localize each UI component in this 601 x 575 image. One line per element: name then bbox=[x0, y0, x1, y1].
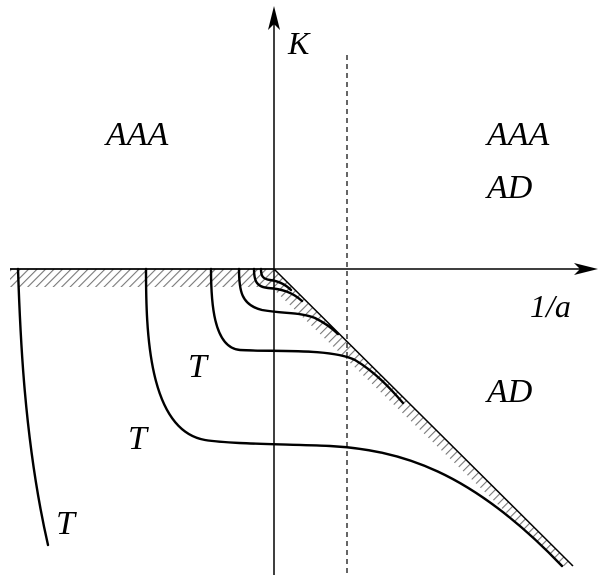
upper-boundary-hatch bbox=[10, 269, 274, 287]
region-label-upper-left: AAA bbox=[104, 116, 169, 153]
diagonal-boundary-line bbox=[273, 268, 574, 567]
vertical-axis-label: K bbox=[287, 25, 311, 61]
region-label-lower-right: AD bbox=[485, 373, 533, 410]
curve-label: T bbox=[128, 420, 149, 457]
transition-curve bbox=[237, 267, 340, 336]
horizontal-axis-label: 1/a bbox=[530, 288, 571, 324]
diagonal-boundary-hatch bbox=[268, 269, 573, 566]
curve-label: T bbox=[188, 348, 209, 385]
region-label-upper-right: AAA bbox=[485, 116, 550, 153]
curve-label: T bbox=[56, 505, 77, 542]
vertical-axis-arrow bbox=[268, 6, 280, 30]
transition-curve bbox=[144, 267, 564, 568]
region-label-upper-right-second: AD bbox=[485, 169, 533, 206]
transition-curve bbox=[209, 267, 405, 405]
transition-curve bbox=[252, 267, 304, 303]
transition-curve bbox=[259, 267, 293, 292]
horizontal-axis-arrow bbox=[574, 263, 598, 275]
transition-curve bbox=[16, 267, 50, 547]
